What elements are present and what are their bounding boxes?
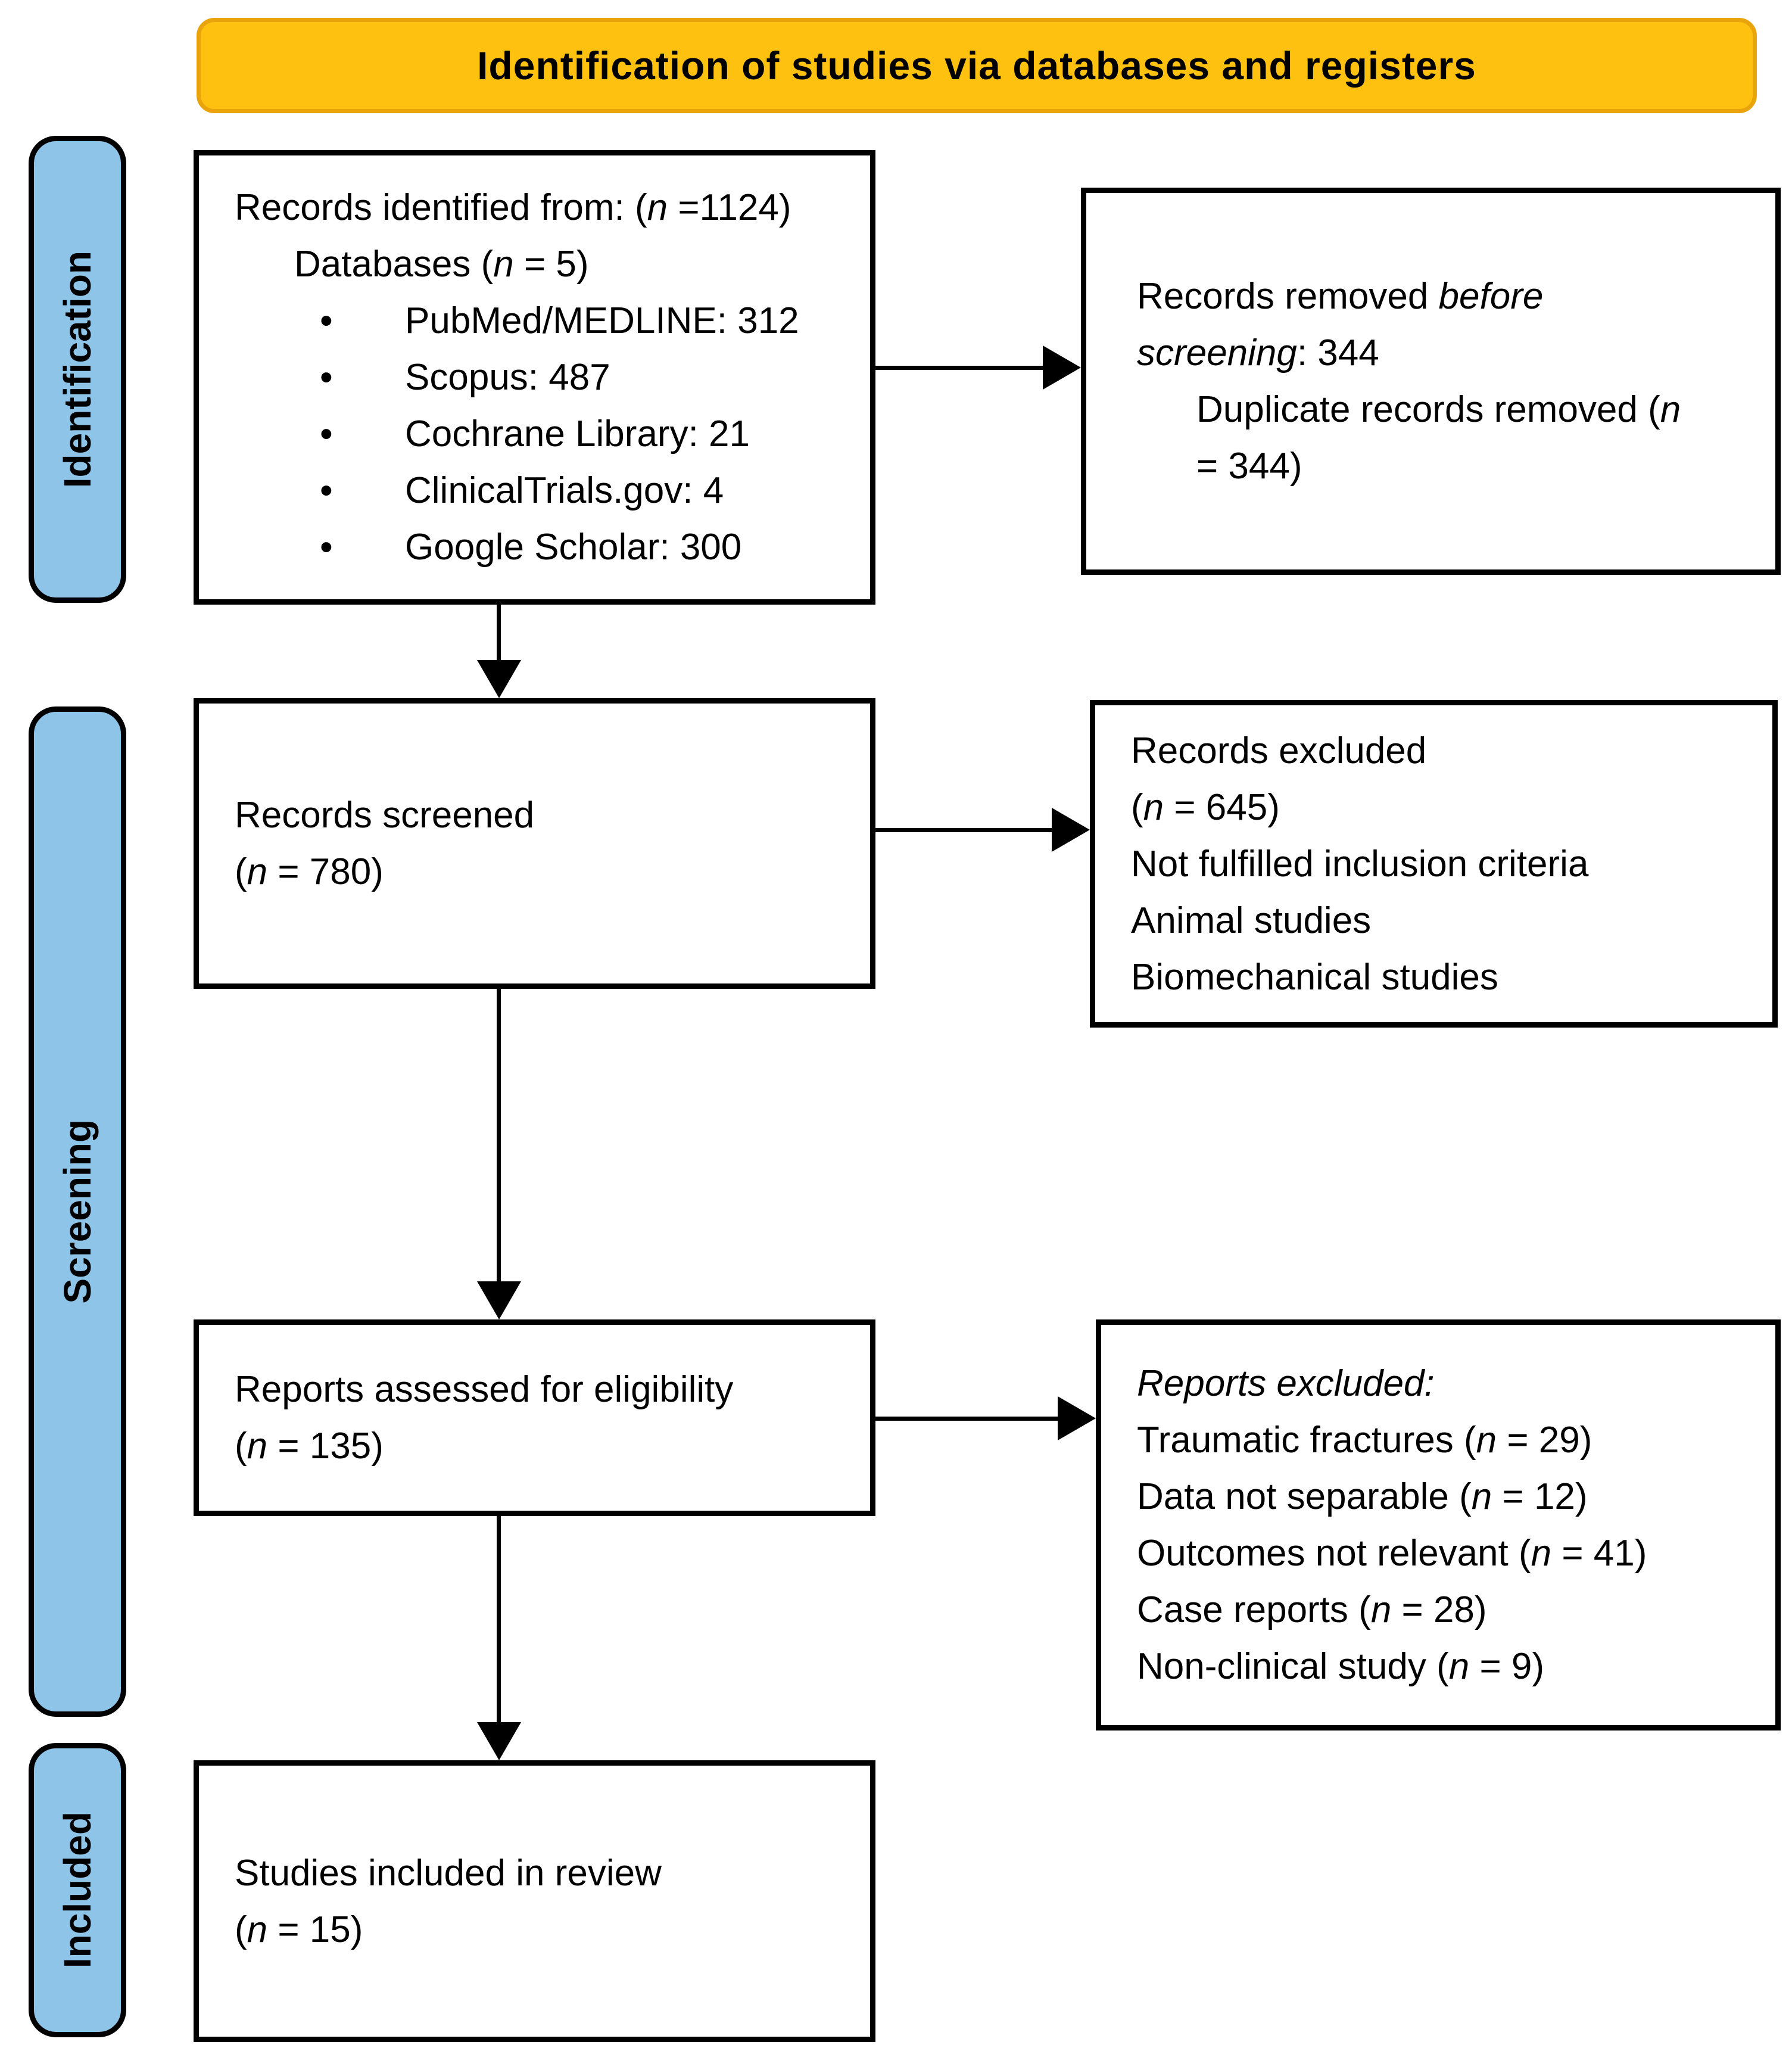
stage-label-included-text: Included [56,1812,99,1969]
text-line: Data not separable (n = 12) [1137,1476,1588,1517]
arrow-right-icon [1043,346,1081,390]
arrow-assessed-to-included-line [497,1516,501,1723]
arrow-right-icon [1058,1396,1096,1440]
arrow-screened-to-assessed-line [497,989,501,1283]
arrow-down-icon [477,1281,521,1319]
text-line: Not fulfilled inclusion criteria [1131,843,1589,885]
text-line: Traumatic fractures (n = 29) [1137,1420,1592,1461]
bullet-icon: • [320,357,333,398]
text-line: Records removed before [1137,276,1544,317]
text-line: Records screened [235,795,535,836]
text-line: Animal studies [1131,899,1372,941]
arrow-down-icon [477,1722,521,1760]
stage-label-screening: Screening [29,706,126,1717]
text-line: (n = 780) [235,851,384,892]
stage-label-identification-text: Identification [56,250,99,488]
text-line: Records excluded [1131,730,1427,771]
bullet-icon: • [320,527,333,568]
box-records-screened: Records screened (n = 780) [194,698,875,989]
text-line: •Google Scholar: 300 [235,519,856,575]
box-studies-included: Studies included in review (n = 15) [194,1760,875,2042]
text-line: = 344) [1196,446,1302,487]
arrow-right-icon [1052,808,1090,852]
text-line: •PubMed/MEDLINE: 312 [235,292,856,349]
text-line: Studies included in review [235,1852,662,1894]
text-line: Duplicate records removed (n [1196,389,1681,430]
diagram-title-banner: Identification of studies via databases … [197,18,1757,113]
arrow-assessed-to-excluded-line [875,1417,1059,1421]
text-line: Databases (n = 5) [294,244,589,285]
text-line: screening: 344 [1137,332,1379,374]
text-line: Reports excluded: [1137,1363,1435,1404]
text-line: Biomechanical studies [1131,956,1498,998]
bullet-icon: • [320,300,333,341]
arrow-identified-to-removed-line [875,366,1044,370]
stage-label-screening-text: Screening [56,1119,99,1304]
text-line: Case reports (n = 28) [1137,1589,1487,1630]
text-line: (n = 15) [235,1909,363,1950]
text-line: (n = 135) [235,1425,384,1467]
text-line: Outcomes not relevant (n = 41) [1137,1533,1647,1574]
box-records-excluded: Records excluded (n = 645) Not fulfilled i… [1090,700,1778,1028]
arrow-screened-to-excluded-line [875,828,1053,832]
bullet-icon: • [320,470,333,511]
text-line: •ClinicalTrials.gov: 4 [235,462,856,519]
text-line: •Scopus: 487 [235,349,856,406]
bullet-icon: • [320,413,333,455]
arrow-down-icon [477,660,521,698]
text-line: Records identified from: (n =1124) [235,187,791,228]
text-line: Non-clinical study (n = 9) [1137,1646,1545,1687]
stage-label-identification: Identification [29,136,126,603]
text-line: (n = 645) [1131,786,1280,828]
text-line: •Cochrane Library: 21 [235,406,856,462]
diagram-title: Identification of studies via databases … [477,43,1476,88]
box-reports-excluded: Reports excluded: Traumatic fractures (n … [1096,1319,1781,1730]
box-reports-assessed: Reports assessed for eligibility (n = 135… [194,1319,875,1516]
arrow-identified-to-screened-line [497,605,501,662]
box-records-identified: Records identified from: (n =1124) Databa… [194,150,875,605]
text-line: Reports assessed for eligibility [235,1369,734,1410]
stage-label-included: Included [29,1743,126,2037]
